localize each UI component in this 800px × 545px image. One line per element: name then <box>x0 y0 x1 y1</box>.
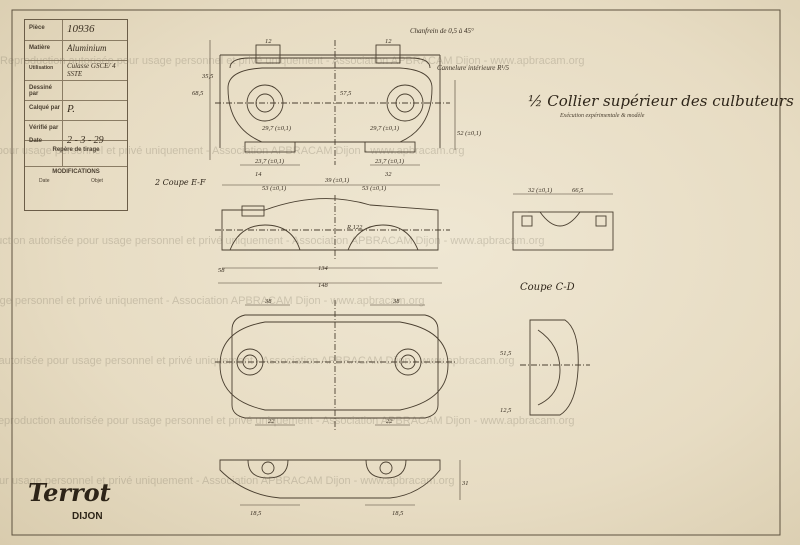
dimension-text: 66,5 <box>572 187 584 194</box>
dimension-text: 12,5 <box>500 407 512 414</box>
title-row-matiere: Matière Aluminium <box>25 40 127 61</box>
dimension-text: 35,5 <box>201 73 214 80</box>
value-piece: 10936 <box>67 23 95 35</box>
side-view <box>215 195 450 284</box>
watermark-text: Reproduction autorisée pour usage person… <box>0 55 585 67</box>
title-row-piece: Pièce 10936 <box>25 20 127 41</box>
bottom-view <box>219 459 461 506</box>
dimension-text: 53 (±0,1) <box>262 185 286 192</box>
label-repere: Repère de tirage <box>52 147 100 153</box>
dimension-text: 148 <box>318 282 329 289</box>
label-utilisation: Utilisation <box>29 65 54 71</box>
dimension-text: 12 <box>265 38 272 45</box>
dimension-text: 68,5 <box>192 90 204 97</box>
section-cd-view <box>520 319 590 416</box>
brand-city: DIJON <box>72 511 103 522</box>
value-matiere: Aluminium <box>67 43 107 53</box>
dimension-text: 29,7 (±0,1) <box>262 125 291 132</box>
sheet-border <box>11 9 781 536</box>
right-detail-view <box>512 193 614 251</box>
brand-logo: Terrot DIJON <box>22 478 112 524</box>
title-block: Pièce 10936 Matière Aluminium Utilisatio… <box>24 19 128 211</box>
modifications-header: MODIFICATIONS <box>25 166 127 175</box>
label-date: Date <box>29 138 43 144</box>
title-block-divider <box>62 20 63 167</box>
label-matiere: Matière <box>29 45 51 51</box>
dimension-text: 22 <box>386 418 393 425</box>
modifications-col-objet: Objet <box>91 178 103 184</box>
title-row-utilisation: Utilisation Culasse GSCE/ 4 SSTE <box>25 60 127 81</box>
dimension-text: 57,5 <box>340 90 352 97</box>
drawing-subtitle: Exécution expérimentale & modèle <box>560 113 645 119</box>
watermark-text: Reproduction autorisée pour usage person… <box>0 235 545 247</box>
watermark-text: Reproduction autorisée pour usage person… <box>0 145 465 157</box>
label-verifie: Vérifié par <box>29 125 59 131</box>
label-piece: Pièce <box>29 25 45 31</box>
label-dessine: Dessiné par <box>29 85 53 97</box>
title-row-calque: Calqué par P. <box>25 100 127 121</box>
watermark-text: Reproduction autorisée pour usage person… <box>0 475 455 487</box>
dimension-text: 134 <box>318 265 329 272</box>
dimension-text: 53 (±0,1) <box>362 185 386 192</box>
note-tolerance: Cannelure intérieure R¹/5 <box>437 64 509 72</box>
top-dimensions <box>209 40 456 186</box>
dimension-text: 58 <box>218 267 225 274</box>
dimension-text: 18,5 <box>392 510 404 517</box>
dimension-text: 32 <box>384 171 392 178</box>
title-row-dessine: Dessiné par <box>25 80 127 101</box>
dimension-text: 52 (±0,1) <box>457 130 481 137</box>
dimension-text: 14 <box>255 171 262 178</box>
label-calque: Calqué par <box>29 105 61 111</box>
dimension-text: 31 <box>461 480 469 487</box>
title-row-verifie: Vérifié par <box>25 120 127 141</box>
top-view <box>215 40 450 165</box>
brand-name: Terrot <box>28 478 111 507</box>
title-row-date: Date 2 - 3 - 29 <box>25 133 127 147</box>
dimension-text: R 122 <box>346 224 363 231</box>
section-cd-label: Coupe C-D <box>520 282 575 293</box>
dimension-text: 12 <box>385 38 392 45</box>
dimension-text: 22 <box>268 418 275 425</box>
note-chamfer: Chanfrein de 0,5 à 45° <box>410 27 474 35</box>
dimension-text: 23,7 (±0,1) <box>255 158 284 165</box>
dimension-text: 18,5 <box>250 510 262 517</box>
dimension-text: 39 (±0,1) <box>324 177 349 184</box>
dimension-text: 38 <box>392 298 400 305</box>
dimension-text: 38 <box>264 298 272 305</box>
section-ef-label: 2 Coupe E-F <box>155 178 206 187</box>
watermark-text: Reproduction autorisée pour usage person… <box>0 295 425 307</box>
dimension-text: 23,7 (±0,1) <box>375 158 404 165</box>
watermark-text: Reproduction autorisée pour usage person… <box>0 415 575 427</box>
dimension-text: 51,5 <box>500 350 512 357</box>
dimension-text: 29,7 (±0,1) <box>370 125 399 132</box>
drawing-title: ½ Collier supérieur des culbuteurs <box>528 92 794 110</box>
value-date: 2 - 3 - 29 <box>67 135 104 146</box>
dimension-text: 32 (±0,1) <box>527 187 552 194</box>
lower-plan-view <box>215 300 455 430</box>
value-utilisation: Culasse GSCE/ 4 SSTE <box>67 62 116 78</box>
modifications-col-date: Date <box>39 178 50 184</box>
value-calque: P. <box>67 103 76 115</box>
